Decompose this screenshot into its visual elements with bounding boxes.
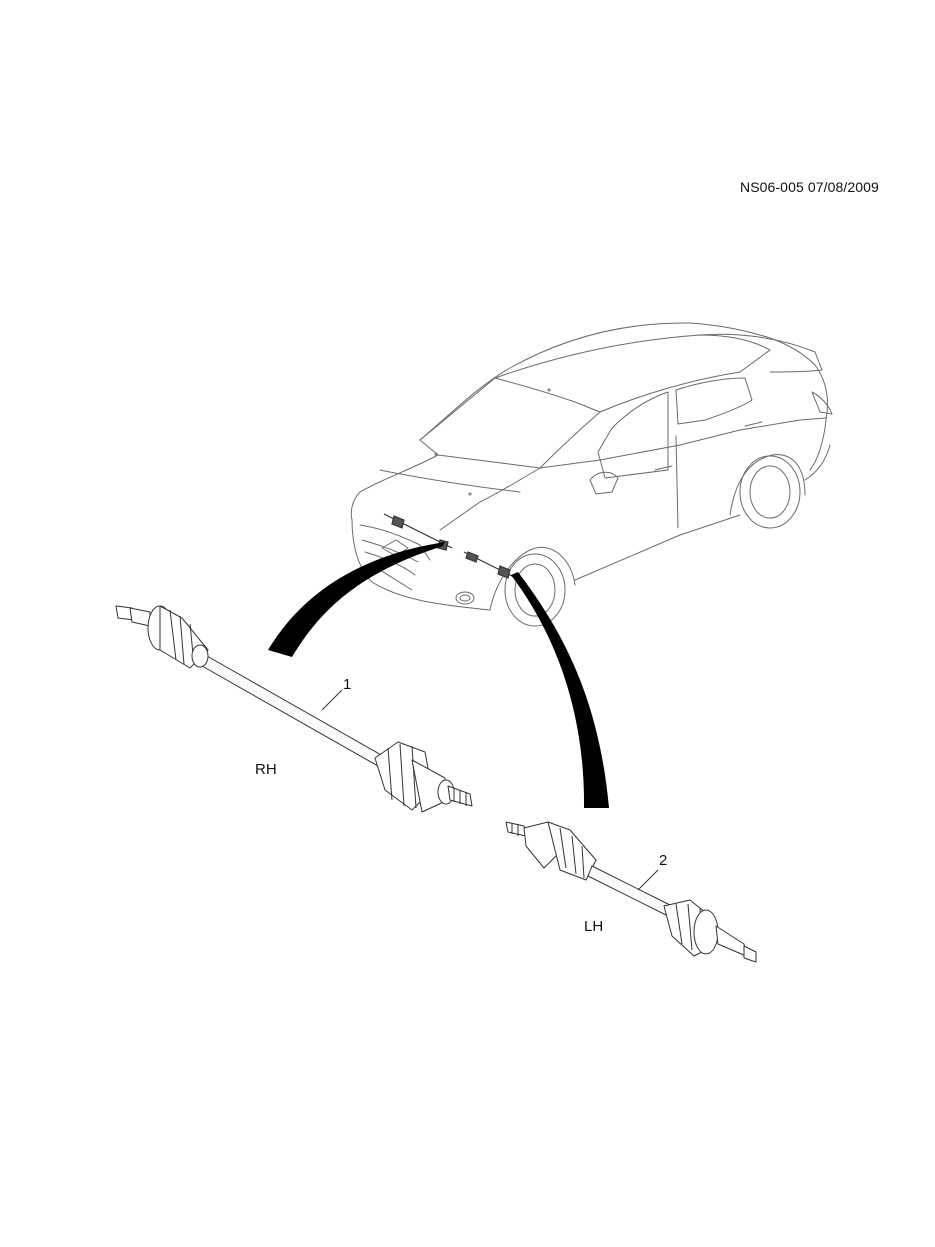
- drive-shaft-rh: [115, 605, 473, 813]
- document-id: NS06-005 07/08/2009: [740, 179, 879, 195]
- side-label-rh: RH: [255, 761, 277, 778]
- drive-shaft-lh: [505, 821, 757, 963]
- leader-arrow-rh: [268, 542, 445, 657]
- vehicle-illustration: [350, 322, 833, 627]
- side-label-lh: LH: [584, 918, 604, 935]
- leader-arrow-lh: [511, 572, 609, 808]
- installed-shaft-left: [463, 551, 517, 579]
- callout-number-2: 2: [659, 852, 668, 869]
- callout-number-1: 1: [343, 676, 352, 693]
